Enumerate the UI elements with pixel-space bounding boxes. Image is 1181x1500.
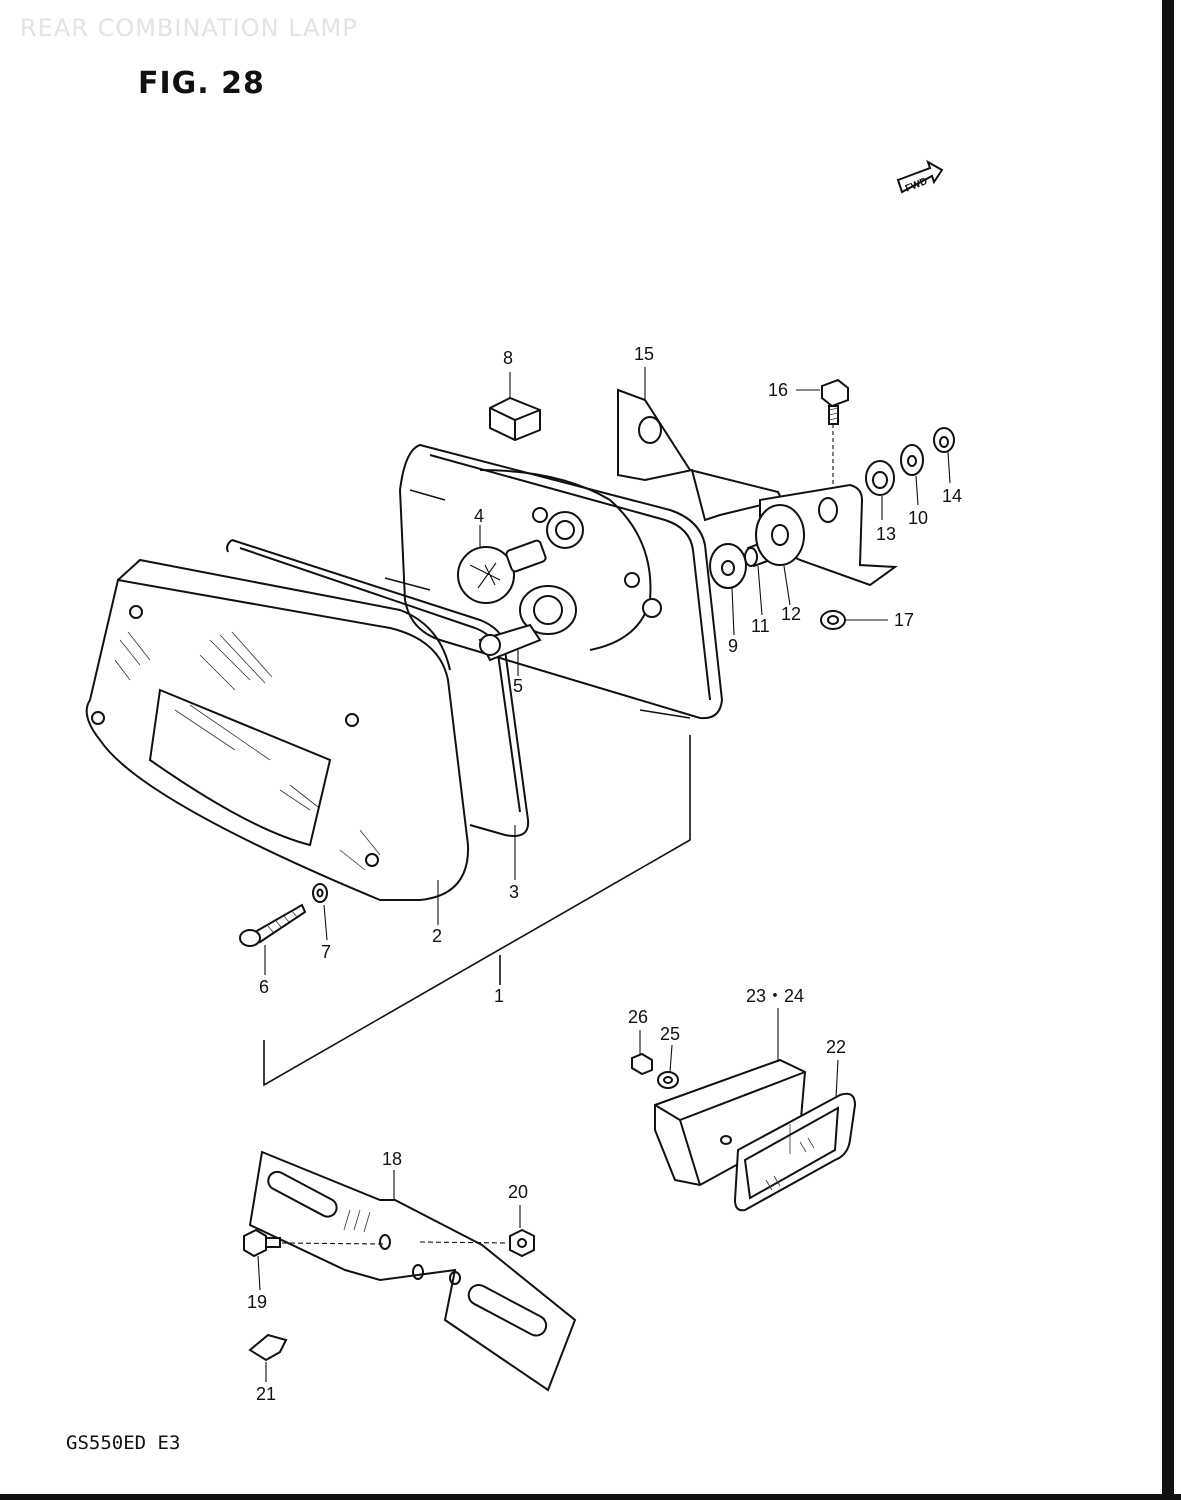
callout-25: 25: [660, 1024, 680, 1044]
fwd-arrow-icon: FWD: [896, 159, 944, 195]
callout-23-24: 23・24: [746, 986, 804, 1006]
washer-10: [900, 444, 924, 476]
callout-2: 2: [432, 926, 442, 946]
bolt-19: [243, 1228, 281, 1258]
callout-22: 22: [826, 1037, 846, 1057]
callout-7: 7: [321, 942, 331, 962]
callout-1: 1: [494, 986, 504, 1006]
callout-18: 18: [382, 1149, 402, 1169]
nut-26: [631, 1052, 653, 1076]
callout-17: 17: [894, 610, 914, 630]
washer-9: [709, 543, 747, 589]
callout-numbers: 1 2 3 4 5 6 7 8 9 10 11 12 13 14 15 16 1…: [247, 344, 962, 1404]
license-plate-bracket: [248, 1150, 577, 1392]
page-frame-bottom: [0, 1494, 1181, 1500]
lamp-housing: [384, 443, 724, 720]
callout-16: 16: [768, 380, 788, 400]
section-watermark: REAR COMBINATION LAMP: [20, 14, 358, 42]
model-code: GS550ED E3: [66, 1432, 181, 1454]
callout-13: 13: [876, 524, 896, 544]
washer-25: [657, 1071, 679, 1089]
nut-14: [933, 427, 955, 453]
lamp-socket-and-bulb: [478, 585, 577, 662]
callout-10: 10: [908, 508, 928, 528]
cushion-13: [865, 460, 895, 496]
nut-20: [509, 1228, 535, 1258]
callout-8: 8: [503, 348, 513, 368]
figure-title: FIG. 28: [138, 66, 265, 101]
nut-17: [820, 610, 846, 630]
callout-21: 21: [256, 1384, 276, 1404]
stop-lamp-bulb: [457, 539, 547, 604]
wire-connector: [489, 396, 541, 442]
callout-9: 9: [728, 636, 738, 656]
leader-lines: [257, 367, 951, 1382]
callout-14: 14: [942, 486, 962, 506]
assembly-bracket-1: [263, 735, 691, 1087]
mounting-plate: [617, 388, 784, 522]
bolt-16: [821, 378, 849, 425]
rear-reflector: [733, 1092, 857, 1212]
callout-6: 6: [259, 977, 269, 997]
callout-4: 4: [474, 506, 484, 526]
lens-washer: [312, 883, 328, 903]
callout-19: 19: [247, 1292, 267, 1312]
callout-20: 20: [508, 1182, 528, 1202]
tail-lamp-lens: [85, 558, 470, 901]
cushion-21: [248, 1333, 288, 1362]
lens-screw: [239, 903, 307, 947]
damper-12: [755, 504, 805, 566]
page-frame-right: [1162, 0, 1174, 1500]
callout-3: 3: [509, 882, 519, 902]
callout-11: 11: [751, 616, 770, 636]
callout-26: 26: [628, 1007, 648, 1027]
callout-12: 12: [781, 604, 801, 624]
callout-15: 15: [634, 344, 654, 364]
callout-5: 5: [513, 676, 523, 696]
